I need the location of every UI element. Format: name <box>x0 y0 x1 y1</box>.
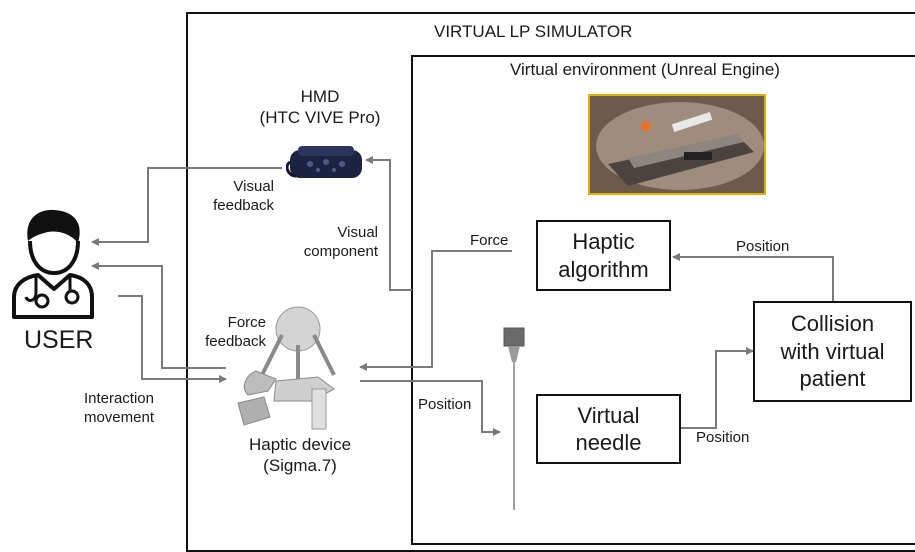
user-doctor-icon <box>12 209 94 319</box>
haptic-device-label: Haptic device (Sigma.7) <box>240 434 360 477</box>
visual-feedback-label: Visual feedback <box>190 178 274 216</box>
arrow-force-feedback <box>91 262 226 369</box>
haptic-algorithm-box: Haptic algorithm <box>536 220 671 291</box>
arrow-visual-feedback <box>91 167 282 246</box>
collision-line1: Collision <box>790 311 875 337</box>
position-needle-collision-label: Position <box>696 429 750 446</box>
visual-component-label: Visual component <box>280 224 378 262</box>
arrow-visual-component <box>365 156 412 291</box>
vr-headset-icon <box>286 146 362 178</box>
hmd-label-line2: (HTC VIVE Pro) <box>259 108 381 128</box>
arrow-position-needle-collision <box>681 347 754 429</box>
haptic-algorithm-line2: algorithm <box>558 256 649 282</box>
haptic-device-label-line1: Haptic device <box>248 435 352 454</box>
virtual-needle-box: Virtual needle <box>536 394 681 464</box>
needle-icon <box>503 327 525 510</box>
simulator-title: VIRTUAL LP SIMULATOR <box>434 22 633 41</box>
haptic-device-icon <box>237 306 336 430</box>
collision-box: Collision with virtual patient <box>753 301 912 402</box>
visual-component-line2: component <box>303 242 378 260</box>
force-feedback-label: Force feedback <box>176 314 266 352</box>
arrow-position-device-needle <box>360 380 501 436</box>
haptic-device-label-line2: (Sigma.7) <box>263 456 337 476</box>
position-device-needle-label: Position <box>418 396 472 413</box>
visual-component-line1: Visual <box>337 224 378 241</box>
virtual-environment-screenshot <box>588 94 766 195</box>
connection-arrows <box>91 156 834 436</box>
arrow-force <box>359 250 512 371</box>
force-feedback-line2: feedback <box>205 332 266 350</box>
visual-feedback-line2: feedback <box>213 196 274 214</box>
collision-line3: patient <box>799 366 866 392</box>
interaction-movement-label: Interaction movement <box>60 390 154 428</box>
virtual-needle-line1: Virtual <box>577 402 640 428</box>
force-label: Force <box>470 232 509 249</box>
visual-feedback-line1: Visual <box>233 178 274 195</box>
haptic-algorithm-line1: Haptic <box>572 229 635 254</box>
hmd-label: HMD (HTC VIVE Pro) <box>254 86 386 129</box>
virtual-needle-line2: needle <box>575 430 642 455</box>
force-feedback-line1: Force <box>227 314 266 331</box>
collision-line2: with virtual <box>780 338 885 364</box>
position-collision-algorithm-label: Position <box>736 238 790 255</box>
arrow-position-collision-algorithm <box>672 253 834 301</box>
hmd-label-line1: HMD <box>300 87 340 106</box>
interaction-movement-line2: movement <box>83 408 154 426</box>
arrow-interaction-movement <box>118 295 227 383</box>
environment-title: Virtual environment (Unreal Engine) <box>510 60 780 79</box>
user-label: USER <box>24 326 94 354</box>
interaction-movement-line1: Interaction <box>83 390 154 407</box>
